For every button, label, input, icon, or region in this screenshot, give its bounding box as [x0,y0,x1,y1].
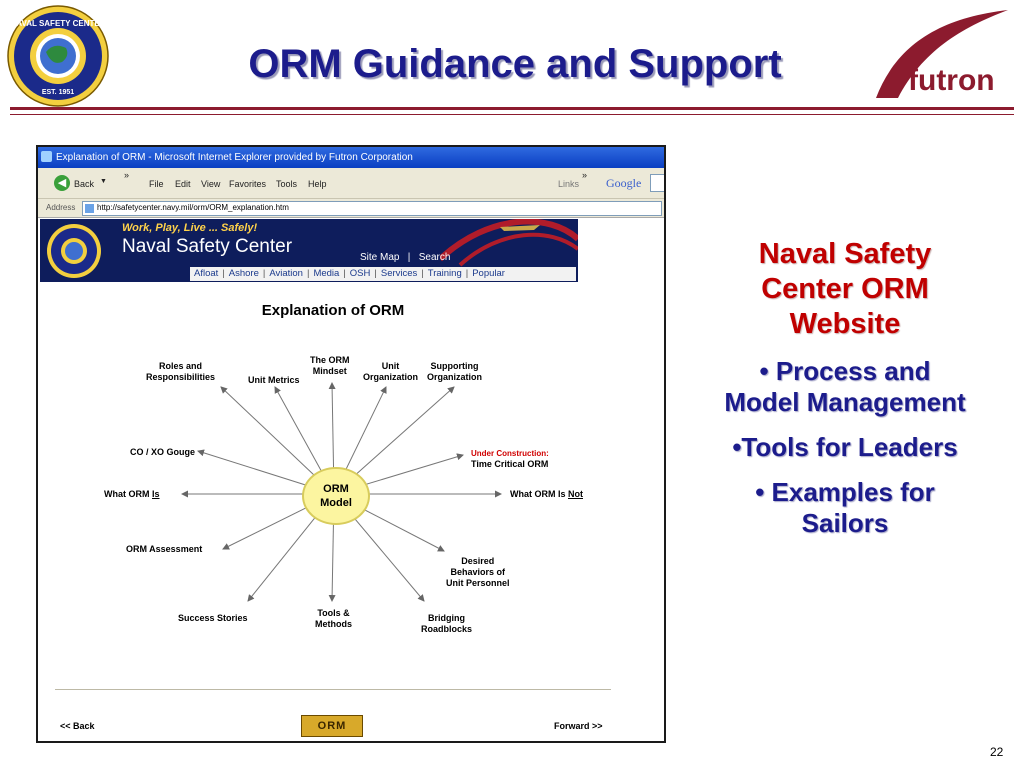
footer-divider [55,689,611,690]
nav-aviation[interactable]: Aviation [269,268,303,279]
menu-tools[interactable]: Tools [276,179,298,189]
back-arrow-icon[interactable]: ◀ [54,175,70,191]
node-what-orm-is[interactable]: What ORM Is [104,489,160,499]
site-nav: Afloat|Ashore|Aviation|Media|OSH|Service… [190,267,576,281]
site-name[interactable]: Naval Safety Center [122,236,293,257]
back-link[interactable]: << Back [60,721,95,731]
nav-services[interactable]: Services [380,268,418,279]
browser-toolbar: ◀ Back ▼ » File Edit View Favorites Tool… [38,168,664,199]
menu-edit[interactable]: Edit [175,179,191,189]
naval-safety-center-seal: NAVAL SAFETY CENTER EST. 1951 [7,5,109,107]
menu-view[interactable]: View [201,179,221,189]
site-seal-icon [47,224,101,278]
page-icon [85,204,94,213]
futron-logo: futron [876,10,1008,98]
side-heading: Naval Safety Center ORM Website [758,238,932,340]
node-time-critical-orm[interactable]: Time Critical ORM [471,459,549,469]
bullet-examples-sailors: • Examples for Sailors [755,477,935,538]
google-search-box[interactable] [650,174,664,192]
node-under-construction: Under Construction: [471,449,549,458]
futron-wordmark: futron [908,64,995,97]
ie-icon [41,151,52,162]
site-banner: Work, Play, Live ... Safely! Naval Safet… [40,219,578,282]
orm-badge-button[interactable]: ORM [301,715,363,737]
back-button[interactable]: Back [74,179,95,189]
nav-ashore[interactable]: Ashore [228,268,259,279]
node-tools-methods[interactable]: Tools &Methods [315,608,352,629]
chevron-links-icon[interactable]: » [582,170,588,180]
links-label[interactable]: Links [558,179,580,189]
node-what-orm-is-not[interactable]: What ORM Is Not [510,489,583,499]
node-unit-metrics[interactable]: Unit Metrics [248,375,300,385]
site-utility-links: Site Map | Search [360,252,451,263]
side-text: Naval Safety Center ORM Website • Proces… [675,237,1015,539]
nav-osh[interactable]: OSH [349,268,371,279]
address-bar: Address http://safetycenter.navy.mil/orm… [38,199,664,218]
address-url: http://safetycenter.navy.mil/orm/ORM_exp… [97,203,289,212]
diagram-title: Explanation of ORM [261,302,405,319]
back-dropdown-icon[interactable]: ▼ [100,178,107,185]
search-link[interactable]: Search [418,252,451,263]
node-co-xo-gouge[interactable]: CO / XO Gouge [130,447,196,457]
browser-window: Explanation of ORM - Microsoft Internet … [36,145,666,743]
menu-help[interactable]: Help [308,179,327,189]
google-toolbar-label[interactable]: Google [606,176,642,190]
browser-titlebar: Explanation of ORM - Microsoft Internet … [38,147,664,168]
site-tagline: Work, Play, Live ... Safely! [122,222,258,234]
orm-model-arrows [181,382,502,602]
menu-favorites[interactable]: Favorites [229,179,267,189]
page-number: 22 [990,745,1004,759]
slide-title: ORM Guidance and Support [248,42,782,86]
window-title: Explanation of ORM - Microsoft Internet … [56,152,413,163]
address-input[interactable]: http://safetycenter.navy.mil/orm/ORM_exp… [82,201,662,216]
header-rule-thin [10,114,1014,115]
nav-afloat[interactable]: Afloat [194,268,219,279]
site-map-link[interactable]: Site Map [360,252,400,263]
menu-file[interactable]: File [149,179,164,189]
forward-link[interactable]: Forward >> [554,721,603,731]
nav-training[interactable]: Training [427,268,462,279]
nav-popular[interactable]: Popular [472,268,505,279]
address-label: Address [46,203,76,212]
header-rule [10,107,1014,110]
nav-media[interactable]: Media [313,268,340,279]
bullet-tools-leaders: •Tools for Leaders [732,432,958,462]
seal-text: NAVAL SAFETY CENTER [11,19,106,28]
bullet-process-model: • Process and Model Management [724,356,966,417]
node-orm-assessment[interactable]: ORM Assessment [126,544,203,554]
ship-swoosh-graphic [440,219,578,267]
seal-est: EST. 1951 [42,89,74,96]
node-success-stories[interactable]: Success Stories [178,613,248,623]
chevron-more-icon[interactable]: » [124,170,130,180]
